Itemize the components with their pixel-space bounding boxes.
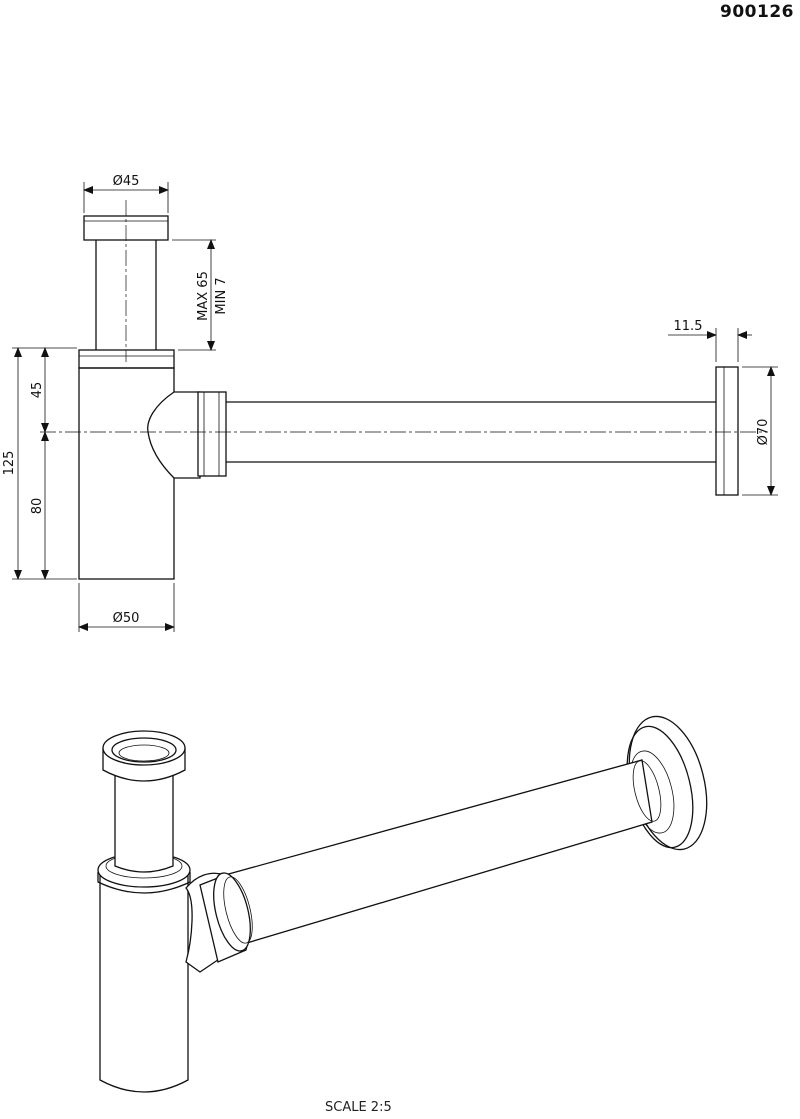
isometric-view	[97, 715, 708, 1093]
dim-top-diameter: Ø45	[113, 174, 140, 189]
dim-adjust-max: MAX 65	[196, 271, 211, 321]
dimensions: Ø45 MAX 65 MIN 7 125 45 80 Ø50 11.5 Ø70	[2, 174, 778, 632]
wall-flange	[715, 366, 739, 496]
dim-flange-diameter: Ø70	[756, 419, 771, 446]
dim-flange-thickness: 11.5	[674, 319, 703, 334]
dim-lower-height: 80	[30, 498, 45, 515]
dim-body-diameter: Ø50	[113, 611, 140, 626]
iso-inlet-tube	[114, 771, 174, 873]
front-view	[40, 200, 768, 580]
iso-trap-body	[99, 869, 189, 1093]
dim-adjust-min: MIN 7	[214, 277, 229, 314]
scale-label: SCALE 2:5	[325, 1100, 392, 1115]
coupling-nut	[197, 391, 227, 477]
dim-total-height: 125	[2, 451, 17, 476]
trap-body	[78, 367, 175, 580]
drawing-number: 900126	[720, 2, 794, 22]
collar	[78, 349, 175, 369]
elbow	[147, 391, 201, 479]
iso-outlet-pipe	[224, 759, 653, 946]
dim-upper-height: 45	[30, 382, 45, 399]
